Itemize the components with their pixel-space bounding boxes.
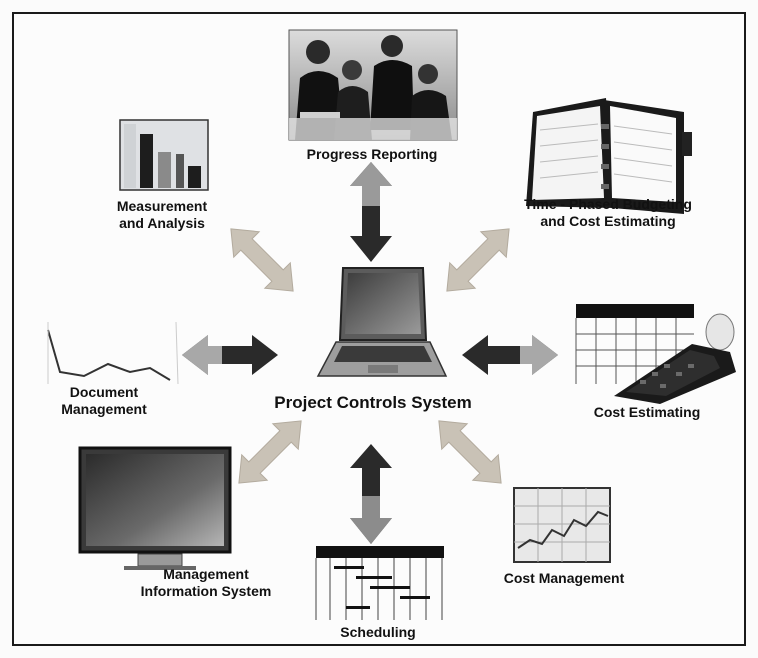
label-document-line1: Document xyxy=(69,384,139,400)
label-measurement-analysis: Measurement and Analysis xyxy=(92,198,232,232)
arrow-scheduling xyxy=(350,444,392,544)
arrow-document xyxy=(182,335,278,375)
label-management-information-system: Management Information System xyxy=(126,566,286,600)
label-project-controls-system: Project Controls System xyxy=(274,393,472,412)
label-cost-management: Cost Management xyxy=(503,570,625,586)
label-measurement-line1: Measurement xyxy=(116,198,208,214)
label-mis-line2: Information System xyxy=(140,583,272,599)
computer-monitor-icon xyxy=(78,446,232,570)
arrow-budgeting xyxy=(446,228,510,292)
adding-machine-icon xyxy=(575,304,736,404)
label-progress-reporting: Progress Reporting xyxy=(306,146,438,162)
label-time-phased-budgeting: Time - Phased Budgeting and Cost Estimat… xyxy=(498,196,718,230)
label-measurement-line2: and Analysis xyxy=(119,215,205,231)
label-mis-line1: Management xyxy=(163,566,249,582)
arrow-measurement xyxy=(230,228,294,292)
line-chart-screen-icon xyxy=(513,487,611,563)
arrow-mis xyxy=(238,420,302,484)
arrow-cost-estimating xyxy=(462,335,558,375)
label-cost-estimating: Cost Estimating xyxy=(593,404,701,420)
arrow-cost-management xyxy=(438,420,502,484)
laptop-icon xyxy=(316,267,448,377)
planner-binder-icon xyxy=(526,98,692,214)
document-line-chart-icon xyxy=(40,318,180,388)
arrow-progress-reporting xyxy=(350,162,392,262)
label-budgeting-line1: Time - Phased Budgeting xyxy=(524,196,692,212)
label-budgeting-line2: and Cost Estimating xyxy=(540,213,676,229)
bar-chart-icon xyxy=(119,119,209,191)
business-meeting-photo xyxy=(288,29,458,141)
label-document-line2: Management xyxy=(61,401,147,417)
label-document-management: Document Management xyxy=(44,384,164,418)
gantt-chart-icon xyxy=(315,546,444,620)
label-scheduling: Scheduling xyxy=(340,624,416,640)
